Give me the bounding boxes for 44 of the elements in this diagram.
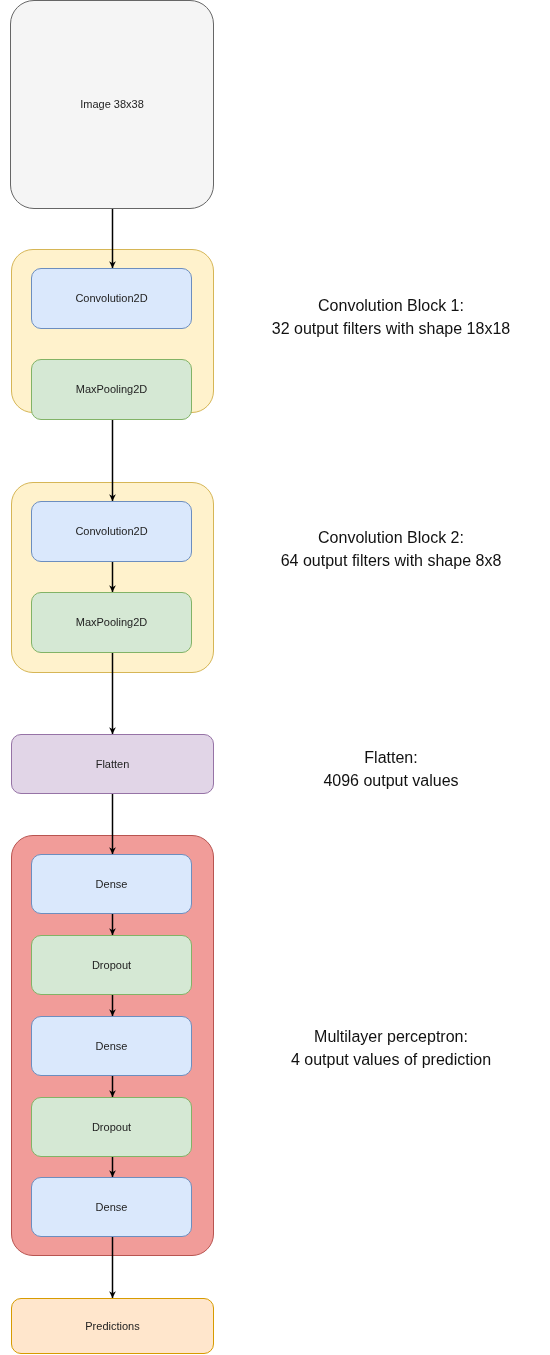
block-description: Flatten: [364,748,418,768]
block-description: 32 output filters with shape 18x18 [271,319,511,339]
arrow [109,793,116,855]
layer-label: Image 38x38 [80,97,144,113]
layer-label: MaxPooling2D [75,382,148,398]
layer-box [31,1097,192,1157]
layer-label: Dense [95,1199,128,1215]
layer-box [31,854,192,914]
block-container [11,835,214,1256]
arrow [109,913,116,936]
input-box [10,0,214,209]
arrow [109,994,116,1017]
layer-box [31,1177,192,1237]
arrow [109,652,116,735]
block-description: 4096 output values [323,771,459,791]
block-description: Multilayer perceptron: [314,1027,468,1047]
layer-box [31,592,192,653]
arrow [109,1236,116,1299]
layer-label: Dense [95,876,128,892]
arrow [109,1075,116,1098]
arrow [109,561,116,593]
arrow [109,1156,116,1178]
block-description: 64 output filters with shape 8x8 [280,551,502,571]
layer-box [11,734,214,794]
arrow [109,208,116,269]
layer-box [31,268,192,329]
layer-box [31,501,192,562]
block-description: Convolution Block 1: [318,296,464,316]
layer-label: Predictions [85,1318,140,1334]
layer-label: Dropout [91,1119,132,1135]
layer-label: MaxPooling2D [75,615,148,631]
layer-label: Convolution2D [75,291,148,307]
block-container [11,482,214,673]
layer-label: Flatten [95,756,130,772]
layer-label: Dense [95,1038,128,1054]
block-description: 4 output values of prediction [290,1050,492,1070]
block-description: Convolution Block 2: [318,528,464,548]
layer-box [31,1016,192,1076]
output-box [11,1298,214,1354]
arrow [109,419,116,502]
layer-box [31,359,192,420]
layer-label: Dropout [91,957,132,973]
layer-label: Convolution2D [75,524,148,540]
layer-box [31,935,192,995]
